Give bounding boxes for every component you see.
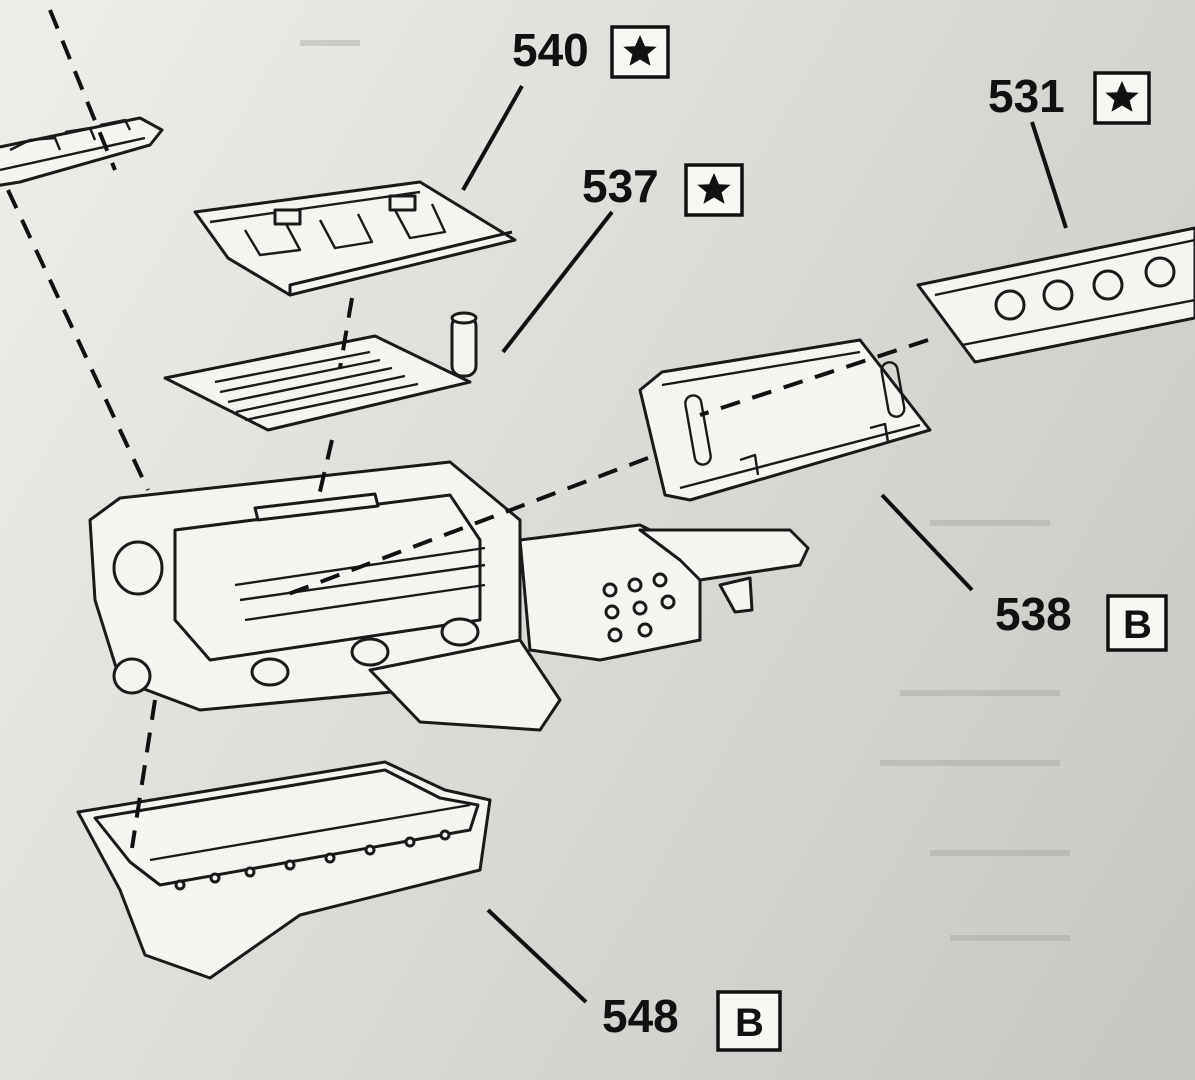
star-icon (697, 173, 731, 204)
part-548-oil-pan (76, 760, 492, 980)
star-icon (1105, 81, 1139, 112)
callout-540: 540 (512, 24, 670, 79)
callout-labels: 540 537 531 538 B 548 B (512, 24, 1168, 1052)
background-text-lines (300, 40, 1070, 941)
valve-cover-ports (994, 256, 1176, 321)
valve-cover-port (1042, 279, 1074, 311)
bolt-hole (627, 577, 643, 593)
bolt-hole (404, 836, 416, 848)
bolt-hole (637, 622, 653, 638)
callout-538-number: 538 (995, 588, 1072, 640)
bolt-hole (209, 872, 221, 884)
callout-531-number: 531 (988, 70, 1065, 122)
callout-548-letter: B (735, 1001, 764, 1045)
star-icon (623, 35, 657, 66)
callout-548-number: 548 (602, 990, 679, 1042)
part-537-filter-plate (163, 311, 478, 432)
callout-548: 548 B (602, 990, 782, 1052)
upper-left-partial-part (0, 116, 164, 187)
callout-538-badge (1106, 594, 1168, 652)
callout-531: 531 (988, 70, 1151, 125)
bolt-hole (324, 852, 336, 864)
bolt-hole (439, 829, 451, 841)
bolt-hole (660, 594, 676, 610)
callout-537: 537 (582, 160, 744, 217)
callout-537-number: 537 (582, 160, 659, 212)
valve-cover-port (1144, 256, 1176, 288)
callout-538-letter: B (1123, 603, 1152, 647)
part-538-side-cover (638, 338, 932, 502)
callout-548-badge (716, 990, 782, 1052)
bolt-hole (652, 572, 668, 588)
oil-pan-bolt-holes (174, 829, 451, 891)
bolt-hole (364, 844, 376, 856)
valve-cover-port (1092, 269, 1124, 301)
bolt-hole (244, 866, 256, 878)
part-540-cover (193, 180, 517, 297)
leader-lines (461, 85, 1068, 1004)
bolt-hole (602, 582, 618, 598)
bolt-hole (632, 600, 648, 616)
callout-540-number: 540 (512, 24, 589, 76)
assembly-dash-lines (6, 9, 929, 849)
part-531-valve-cover (916, 226, 1195, 364)
valve-cover-port (994, 289, 1026, 321)
bolt-hole (604, 604, 620, 620)
bolt-hole (607, 627, 623, 643)
transmission-bolt-holes (602, 572, 676, 643)
transmission-assembly (88, 460, 810, 732)
bolt-hole (284, 859, 296, 871)
callout-540-badge (610, 25, 670, 79)
bolt-hole (174, 879, 186, 891)
callout-538: 538 B (995, 588, 1168, 652)
